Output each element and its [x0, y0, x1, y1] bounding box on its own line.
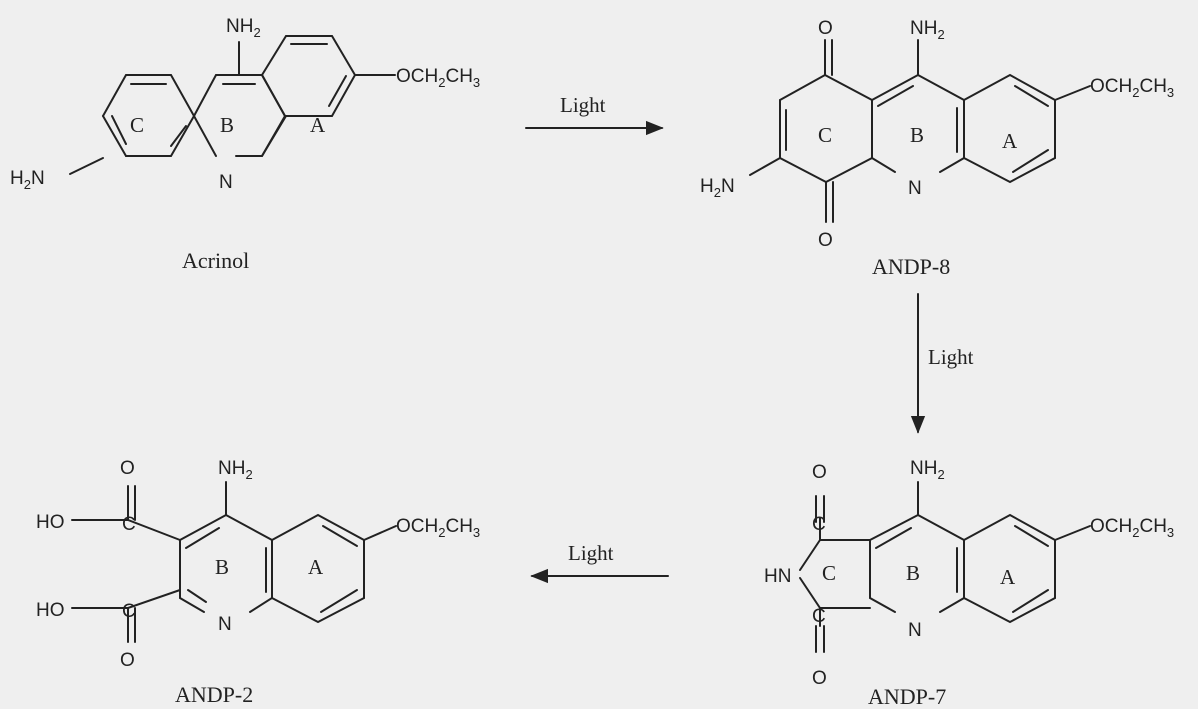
andp-8-oxygen-top: O [818, 18, 833, 39]
andp-2-hydroxyl-bottom: HO [36, 600, 65, 621]
andp-2-ether: OCH2CH3 [396, 516, 480, 540]
andp-8-oxygen-bottom: O [818, 230, 833, 251]
andp-2-oxygen-top: O [120, 458, 135, 479]
andp-8-amine-left: H2N [700, 176, 735, 200]
andp-2-ring-a: A [308, 555, 324, 579]
andp-7-ring-b: B [906, 561, 920, 585]
andp-7-ring-c: C [822, 561, 836, 585]
andp-7-bonds [799, 481, 1091, 653]
molecule-andp-7: O O C C HN NH2 OCH2CH3 N C B A ANDP-7 [764, 458, 1174, 709]
andp-7-imide: HN [764, 566, 791, 587]
andp-7-ring-a: A [1000, 565, 1016, 589]
andp-7-carbon-bottom: C [812, 606, 826, 627]
acrinol-ether: OCH2CH3 [396, 66, 480, 90]
andp-8-ring-c: C [818, 123, 832, 147]
andp-2-oxygen-bottom: O [120, 650, 135, 671]
andp-8-ring-b: B [910, 123, 924, 147]
arrow-2-reagent: Light [928, 345, 974, 369]
andp-2-amine-top: NH2 [218, 458, 253, 482]
andp-8-name: ANDP-8 [872, 254, 950, 279]
acrinol-name: Acrinol [182, 248, 249, 273]
molecule-andp-8: O O NH2 OCH2CH3 H2N N C B A ANDP-8 [700, 18, 1174, 279]
andp-2-ring-nitrogen: N [218, 614, 232, 635]
andp-2-name: ANDP-2 [175, 682, 253, 707]
andp-7-oxygen-top: O [812, 462, 827, 483]
andp-2-carbon-top: C [122, 514, 136, 535]
andp-2-carbon-bottom: C [122, 601, 136, 622]
andp-8-ether: OCH2CH3 [1090, 76, 1174, 100]
arrow-3-reagent: Light [568, 541, 614, 565]
acrinol-ring-c: C [130, 113, 144, 137]
andp-2-bonds [71, 481, 397, 643]
andp-8-amine-top: NH2 [910, 18, 945, 42]
reaction-arrow-1: Light [525, 93, 664, 136]
andp-7-carbon-top: C [812, 514, 826, 535]
molecule-acrinol: NH2 OCH2CH3 H2N N C B A Acrinol [10, 16, 480, 273]
andp-7-ether: OCH2CH3 [1090, 516, 1174, 540]
acrinol-ring-nitrogen: N [219, 172, 233, 193]
acrinol-ring-b: B [220, 113, 234, 137]
andp-7-name: ANDP-7 [868, 684, 946, 709]
acrinol-bonds [69, 35, 396, 175]
andp-8-bonds [749, 39, 1091, 223]
andp-2-hydroxyl-top: HO [36, 512, 65, 533]
andp-7-ring-nitrogen: N [908, 620, 922, 641]
arrow-1-reagent: Light [560, 93, 606, 117]
andp-8-ring-nitrogen: N [908, 178, 922, 199]
acrinol-ring-a: A [310, 113, 326, 137]
acrinol-amine-top: NH2 [226, 16, 261, 40]
molecule-andp-2: O O HO HO C C NH2 OCH2CH3 N B A ANDP-2 [36, 458, 480, 707]
reaction-arrow-2: Light [910, 293, 974, 434]
andp-2-ring-b: B [215, 555, 229, 579]
reaction-arrow-3: Light [530, 541, 669, 584]
andp-7-amine-top: NH2 [910, 458, 945, 482]
andp-7-oxygen-bottom: O [812, 668, 827, 689]
acrinol-amine-left: H2N [10, 168, 45, 192]
andp-8-ring-a: A [1002, 129, 1018, 153]
